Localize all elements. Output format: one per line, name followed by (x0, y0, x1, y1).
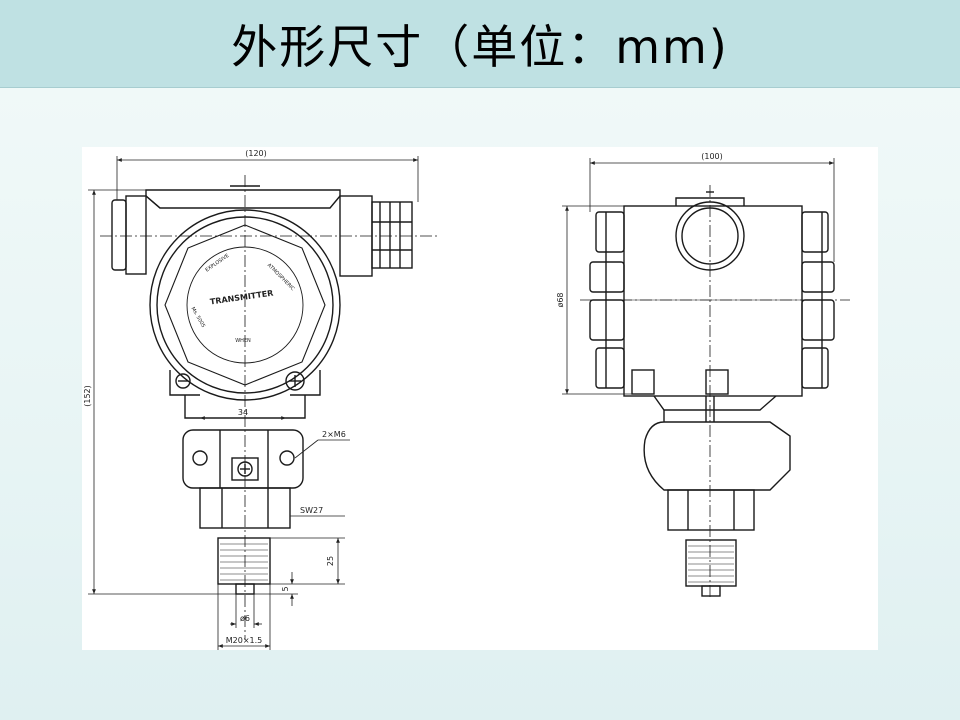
dim-hex-size: SW27 (300, 506, 323, 515)
housing-top (145, 185, 341, 209)
nameplate-mid-left: Ms. 5005 (190, 306, 207, 329)
cable-gland (339, 195, 413, 277)
front-view (100, 175, 440, 640)
dim-tip-length: 5 (281, 586, 290, 591)
left-cover-ribs (589, 211, 625, 389)
side-hex (667, 489, 755, 531)
front-labels: (120) (152) TRANSMITTER EXPLOSIVE ATMOSP… (83, 149, 346, 645)
dim-bore-dia: ø6 (240, 614, 250, 623)
nameplate-top-left: EXPLOSIVE (204, 253, 230, 274)
title-bar: 外形尺寸（单位：mm) (0, 0, 960, 88)
ground-lugs (169, 370, 321, 396)
side-housing (623, 205, 803, 397)
side-lugs (631, 369, 729, 395)
dim-height-front: (152) (83, 385, 92, 407)
dim-width-side: (100) (701, 152, 723, 161)
slide-title: 外形尺寸（单位：mm) (231, 19, 729, 74)
hex-nut (199, 487, 291, 529)
dim-connection-thread: M20×1.5 (226, 636, 263, 645)
left-conduit-boss (111, 195, 161, 275)
side-view (580, 185, 850, 600)
side-tip (701, 585, 721, 597)
front-dimensions (88, 156, 419, 650)
side-lower-body (643, 395, 791, 491)
dim-cover-dia: ø68 (556, 292, 565, 307)
tip (235, 583, 255, 595)
dim-thread-length: 25 (326, 556, 335, 566)
side-thread (685, 539, 737, 587)
dim-mount-thread: 2×M6 (322, 430, 346, 439)
side-centerlines (580, 185, 850, 600)
side-labels: (100) ø68 (556, 152, 723, 308)
thread-section (217, 537, 271, 585)
dim-width-front: (120) (245, 149, 267, 158)
front-cover (149, 209, 341, 401)
drawing-panel: (120) (152) TRANSMITTER EXPLOSIVE ATMOSP… (82, 147, 878, 650)
nameplate-text: TRANSMITTER (209, 289, 274, 307)
right-cover-ribs (801, 211, 835, 389)
side-dimensions (562, 158, 835, 395)
front-centerlines (100, 175, 440, 640)
dim-hole-spacing: 34 (238, 408, 248, 417)
nameplate-bottom: WHEN (235, 338, 251, 344)
flange-block (182, 429, 304, 489)
side-conduit (675, 191, 745, 271)
